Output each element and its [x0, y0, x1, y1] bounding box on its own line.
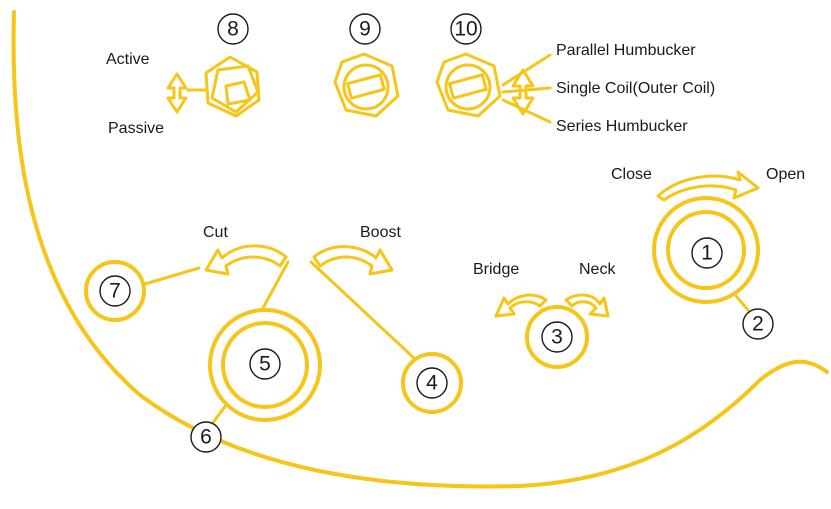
rotary-switch-10[interactable]	[435, 52, 502, 118]
parallel-humbucker-label: Parallel Humbucker	[556, 42, 696, 59]
callout-3-ring	[541, 321, 573, 353]
hex-nut-selector-icon	[435, 52, 502, 118]
hex-nut-selector-icon	[333, 52, 400, 118]
knob-5[interactable]	[208, 308, 322, 422]
mini-switch-8[interactable]	[204, 55, 261, 118]
callout-4: 4	[426, 372, 438, 395]
callout-10-ring	[450, 13, 482, 45]
leader-lines	[143, 260, 416, 360]
callout-1-ring	[691, 237, 723, 269]
callout-5-ring	[249, 348, 281, 380]
up-down-arrow-icon	[501, 53, 552, 124]
knob-1[interactable]	[652, 196, 760, 304]
body-outline	[11, 10, 829, 489]
up-down-arrow-icon	[166, 72, 188, 114]
callout-9: 9	[359, 18, 371, 41]
callout-8-ring	[217, 13, 249, 45]
rotary-switch-9[interactable]	[333, 52, 400, 118]
active-label: Active	[106, 51, 150, 68]
callout-4-ring	[416, 367, 448, 399]
callout-7: 7	[109, 280, 121, 303]
callout-6-ring	[190, 421, 222, 453]
callout-3: 3	[551, 326, 563, 349]
callout-8: 8	[227, 18, 239, 41]
curved-arrow-icon	[656, 170, 760, 202]
callout-1: 1	[701, 242, 713, 265]
open-label: Open	[766, 166, 805, 183]
knob-7[interactable]	[84, 260, 146, 322]
callout-7-ring	[99, 275, 131, 307]
callout-9-ring	[349, 13, 381, 45]
single-coil-label: Single Coil(Outer Coil)	[556, 80, 715, 97]
neck-label: Neck	[579, 261, 616, 278]
close-label: Close	[611, 166, 652, 183]
curved-arrow-icon	[204, 244, 394, 276]
callout-10: 10	[454, 18, 477, 41]
leader-line	[734, 294, 750, 312]
passive-label: Passive	[108, 120, 164, 137]
callout-2-ring	[742, 308, 774, 340]
boost-label: Boost	[360, 224, 401, 241]
hex-nut-switch-icon	[204, 55, 261, 118]
knob-3[interactable]	[525, 305, 589, 369]
leader-line	[210, 403, 228, 426]
bridge-label: Bridge	[473, 261, 519, 278]
knob-4[interactable]	[401, 352, 463, 414]
series-humbucker-label: Series Humbucker	[556, 118, 688, 135]
curved-arrow-icon	[494, 293, 610, 318]
callout-6: 6	[200, 426, 212, 449]
cut-label: Cut	[203, 224, 228, 241]
callout-2: 2	[752, 313, 764, 336]
callout-5: 5	[259, 353, 271, 376]
